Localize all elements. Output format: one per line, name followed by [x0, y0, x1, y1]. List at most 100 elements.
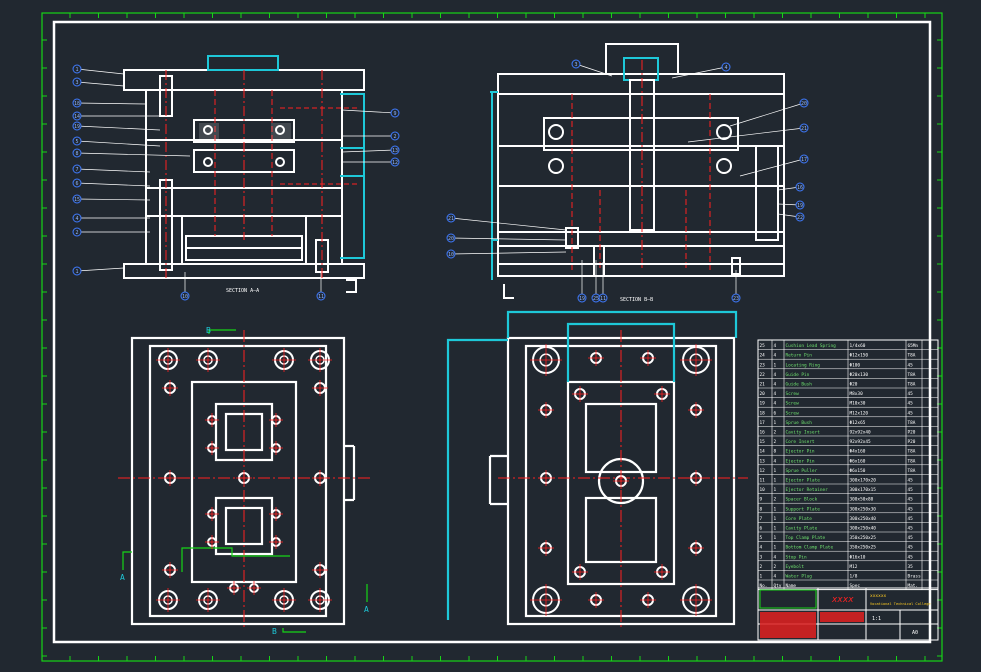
bom-name: Ejector Pin	[786, 449, 815, 455]
section-a-view	[123, 55, 365, 293]
bom-material: 45	[908, 506, 914, 512]
bom-spec: 300x170x20	[850, 478, 877, 484]
bom-name: Support Plate	[786, 506, 821, 512]
part-balloon: 21	[687, 123, 809, 143]
bom-qty: 1	[774, 506, 777, 512]
bom-name: Stop Pin	[786, 554, 808, 560]
bom-material: 45	[908, 391, 914, 397]
bom-header-cell: No.	[760, 583, 768, 589]
bom-no: 23	[760, 362, 766, 368]
section-a-label: SECTION A—A	[226, 288, 259, 294]
bom-spec: 1/8	[850, 574, 858, 580]
bom-no: 25	[760, 343, 766, 349]
bom-name: Sprue Puller	[786, 468, 818, 474]
cut-mark-b-bottom: B	[272, 627, 277, 636]
part-balloon: 11	[316, 272, 326, 301]
part-balloon: 3	[72, 77, 125, 87]
part-balloon: 19	[577, 260, 587, 303]
bom-material: 45	[908, 526, 914, 532]
bom-material: T8A	[908, 449, 916, 455]
guide-bush-hole	[680, 584, 712, 616]
bolt-hole	[205, 441, 219, 455]
bolt-hole	[205, 413, 219, 427]
bolt-hole	[538, 402, 554, 418]
bom-qty: 1	[774, 468, 777, 474]
bom-name: Locating Ring	[786, 362, 821, 368]
guide-pin-hole	[196, 348, 220, 372]
plan-left-holes	[156, 348, 332, 612]
balloon-number: 1	[75, 67, 78, 73]
bolt-hole	[312, 470, 328, 486]
bom-material: T8A	[908, 353, 916, 359]
bom-name: Screw	[786, 401, 800, 407]
part-balloon: 15	[72, 194, 151, 204]
part-balloon: 7	[72, 164, 151, 174]
scale-value: 1:1	[872, 616, 881, 622]
part-balloon: 19	[72, 121, 161, 131]
bom-material: 45	[908, 401, 914, 407]
cut-mark-a-right: A	[364, 605, 369, 614]
balloon-number: 4	[75, 216, 78, 222]
part-balloon: 23	[731, 270, 741, 303]
bolt-hole	[538, 470, 554, 486]
bom-spec: M12x120	[850, 410, 869, 416]
bom-material: T8A	[908, 468, 916, 474]
bom-no: 17	[760, 420, 766, 426]
balloon-number: 11	[600, 296, 606, 302]
bom-no: 24	[760, 353, 766, 359]
bom-no: 9	[760, 497, 763, 503]
bom-material: T8A	[908, 420, 916, 426]
balloon-number: 19	[74, 124, 80, 130]
part-balloon: 10	[446, 249, 567, 259]
bolt-hole	[269, 413, 283, 427]
part-balloon: 18	[72, 98, 147, 108]
part-balloon: 20	[446, 233, 567, 243]
bom-name: Ejector Plate	[786, 478, 821, 484]
part-balloon: 19	[777, 200, 805, 210]
balloon-number: 21	[448, 216, 454, 222]
part-balloon: 12	[342, 157, 400, 167]
bom-no: 20	[760, 391, 766, 397]
part-balloon: 21	[446, 213, 567, 231]
balloon-number: 20	[801, 101, 807, 107]
bolt-hole	[162, 470, 178, 486]
bom-no: 16	[760, 430, 766, 436]
bom-spec: 92x92x45	[850, 439, 872, 445]
bom-material: P20	[908, 439, 916, 445]
bolt-hole	[654, 564, 670, 580]
bom-name: Spacer Block	[786, 497, 818, 503]
bom-no: 4	[760, 545, 763, 551]
bom-spec: Φ4x160	[850, 449, 866, 455]
guide-pin-hole	[156, 348, 180, 372]
bom-material: T8A	[908, 372, 916, 378]
bolt-hole	[205, 535, 219, 549]
bom-qty: 1	[774, 478, 777, 484]
guide-pin-hole	[196, 588, 220, 612]
bom-material: P20	[908, 430, 916, 436]
balloon-number: 7	[75, 167, 78, 173]
bom-spec: M8x30	[850, 391, 864, 397]
sheet-frame	[41, 12, 943, 662]
part-balloon: 14	[72, 111, 160, 121]
bom-qty: 1	[774, 487, 777, 493]
bolt-hole	[640, 592, 656, 608]
bom-name: Core Insert	[786, 439, 815, 445]
bom-name: Screw	[786, 410, 800, 416]
part-balloon: 17	[739, 154, 809, 177]
guide-pin-hole	[156, 588, 180, 612]
bom-material: 45	[908, 362, 914, 368]
